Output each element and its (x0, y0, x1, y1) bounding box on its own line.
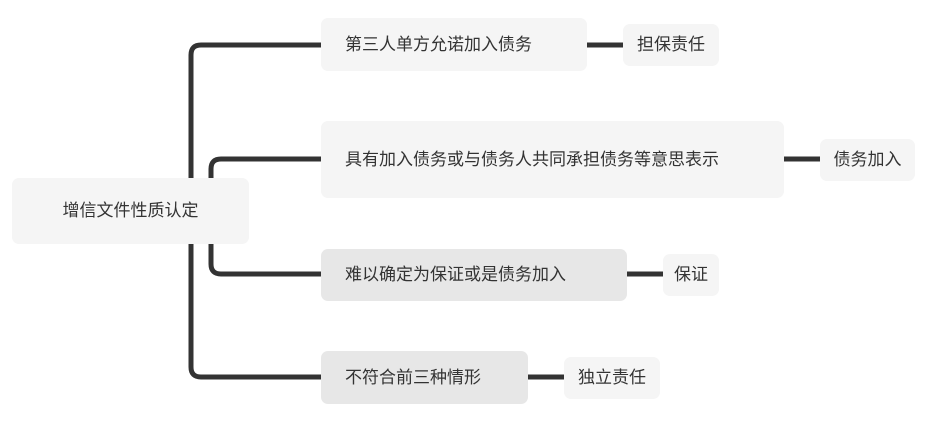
branch-4-result[interactable]: 独立责任 (564, 357, 660, 399)
branch-3-condition[interactable]: 难以确定为保证或是债务加入 (321, 249, 627, 301)
branch-2-result-label: 债务加入 (833, 150, 902, 170)
branch-3-result-label: 保证 (674, 265, 708, 285)
branch-1-condition[interactable]: 第三人单方允诺加入债务 (321, 18, 587, 71)
branch-1-result[interactable]: 担保责任 (623, 24, 719, 66)
branch-4-condition[interactable]: 不符合前三种情形 (321, 351, 528, 404)
branch-1-result-label: 担保责任 (637, 35, 705, 55)
branch-1-condition-label: 第三人单方允诺加入债务 (345, 34, 532, 55)
branch-4-condition-label: 不符合前三种情形 (345, 367, 481, 388)
branch-3-condition-label: 难以确定为保证或是债务加入 (345, 265, 566, 285)
branch-2-condition-label: 具有加入债务或与债务人共同承担债务等意思表示 (345, 149, 719, 170)
root-topic[interactable]: 增信文件性质认定 (12, 178, 249, 244)
branch-4-result-label: 独立责任 (578, 368, 646, 388)
root-topic-label: 增信文件性质认定 (62, 201, 199, 221)
branch-2-result[interactable]: 债务加入 (820, 139, 915, 181)
connector-root-to-branch-1 (188, 42, 324, 193)
branch-3-result[interactable]: 保证 (663, 254, 719, 296)
connector-root-to-branch-4 (188, 227, 324, 380)
branch-2-condition[interactable]: 具有加入债务或与债务人共同承担债务等意思表示 (321, 121, 784, 198)
